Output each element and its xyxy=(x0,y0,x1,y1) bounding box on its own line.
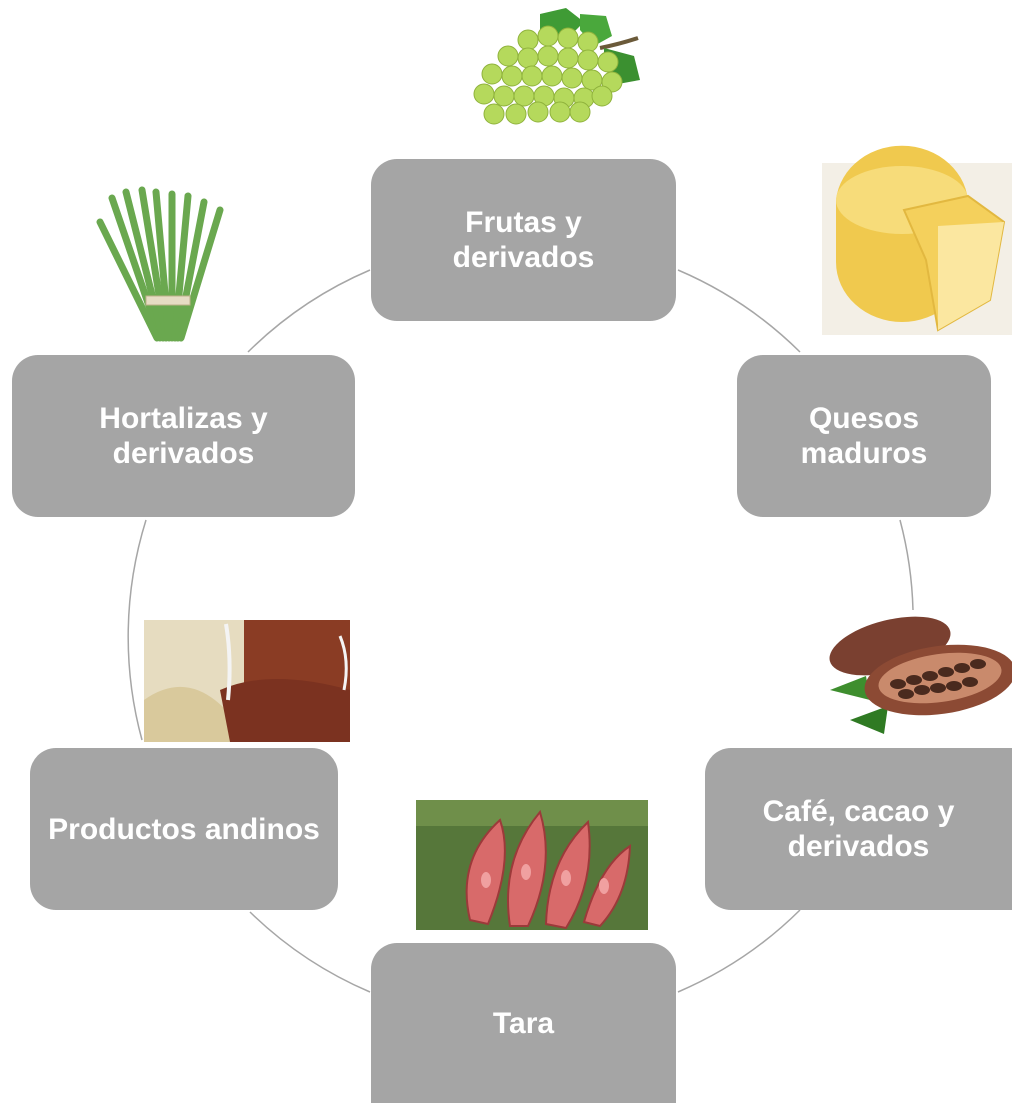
connector-arc-3 xyxy=(677,909,801,993)
node-frutas-label-line-1: Frutas y xyxy=(465,206,582,239)
node-andinos-label: Productos andinos xyxy=(48,812,320,846)
node-tara: Tara xyxy=(371,943,676,1103)
node-cafe-label-line-2: derivados xyxy=(787,830,930,863)
node-tara-label: Tara xyxy=(492,1006,555,1040)
node-cafe-label-line-1: Café, cacao y xyxy=(762,795,955,828)
node-frutas-label-line-2: derivados xyxy=(452,241,595,274)
grapes-image xyxy=(473,8,640,125)
connector-arc-2 xyxy=(899,519,914,611)
node-andinos: Productos andinos xyxy=(30,748,338,910)
node-quesos: Quesos maduros xyxy=(737,355,991,517)
connector-arc-6 xyxy=(247,269,371,353)
connector-arc-5 xyxy=(127,519,147,741)
connector-arc-1 xyxy=(677,269,801,353)
connector-arc-4 xyxy=(249,911,371,993)
node-hortalizas-label-line-1: Hortalizas y xyxy=(99,402,268,435)
cacao-image xyxy=(829,616,1012,734)
node-quesos-label-line-1: Quesos xyxy=(808,402,920,435)
node-frutas: Frutas y derivados xyxy=(371,159,676,321)
asparagus-image xyxy=(96,186,224,342)
tara-image xyxy=(416,800,648,930)
node-quesos-label-line-2: maduros xyxy=(800,437,928,470)
quinoa-image xyxy=(144,620,350,742)
node-cafe: Café, cacao y derivados xyxy=(705,748,1012,910)
cheese-image xyxy=(822,145,1012,335)
node-hortalizas-label-line-2: derivados xyxy=(112,437,255,470)
node-hortalizas: Hortalizas y derivados xyxy=(12,355,355,517)
